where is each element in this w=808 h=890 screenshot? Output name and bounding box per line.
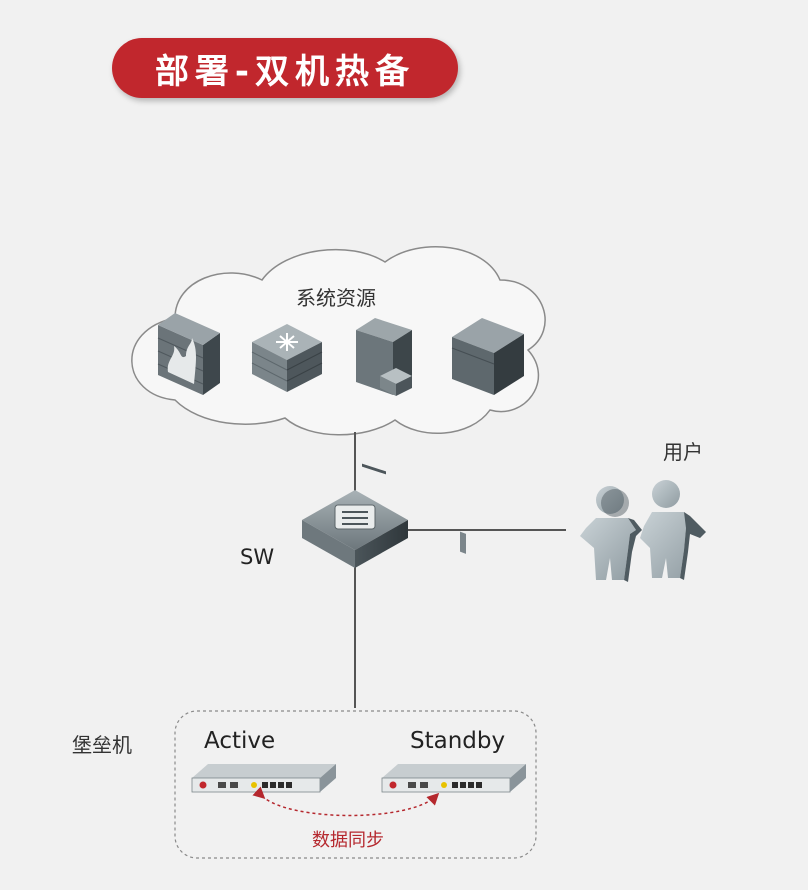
firewall-icon [157, 313, 220, 395]
router-icon [251, 324, 323, 392]
active-device-icon [191, 764, 336, 793]
users-icon [580, 480, 706, 582]
bastion-label: 堡垒机 [72, 733, 132, 757]
switch-icon [302, 490, 408, 568]
sync-label: 数据同步 [312, 830, 384, 851]
title-banner: 部署-双机热备 [112, 38, 458, 98]
users-label: 用户 [663, 440, 703, 464]
page-title: 部署-双机热备 [154, 51, 416, 92]
storage-icon [451, 318, 524, 554]
person-left-icon [580, 486, 642, 582]
person-right-icon [640, 480, 706, 580]
cloud-shape [131, 245, 546, 436]
server-icon [356, 318, 412, 475]
cloud-label: 系统资源 [296, 286, 376, 310]
sync-arrow [252, 786, 440, 817]
standby-device-icon [381, 764, 526, 793]
standby-label: Standby [410, 728, 506, 754]
active-label: Active [204, 728, 276, 754]
switch-label: SW [240, 545, 275, 569]
bastion-group-box [174, 710, 537, 859]
